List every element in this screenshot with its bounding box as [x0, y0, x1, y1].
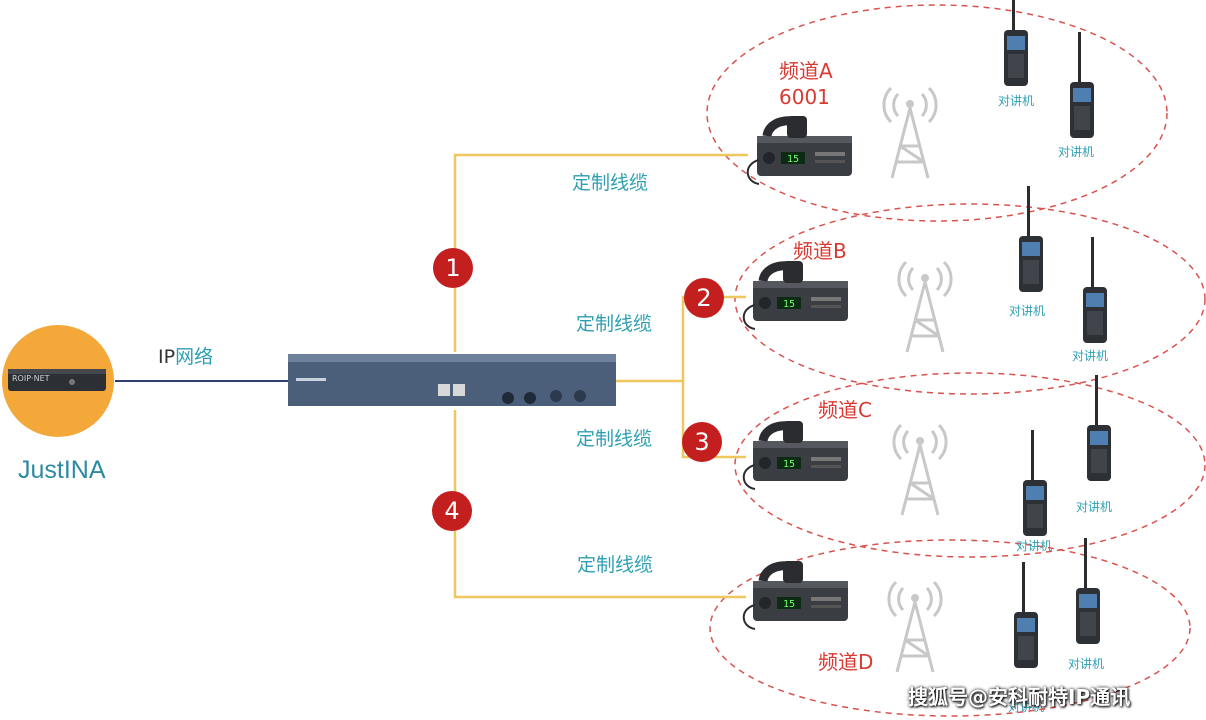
mobile-radio-b [744, 261, 848, 329]
cable-label-3: 定制线缆 [576, 428, 653, 450]
walkie-label: 对讲机 [1072, 349, 1109, 363]
cable-label-1: 定制线缆 [572, 172, 649, 194]
watermark: 搜狐号@安科耐特IP通讯 [908, 685, 1131, 709]
mobile-radio-a [748, 116, 852, 184]
walkie-icon [1070, 32, 1094, 138]
channel-d-name: 频道D [818, 650, 874, 674]
tower-icon-a [882, 86, 938, 180]
walkie-label: 对讲机 [998, 94, 1035, 108]
channel-b-zone [734, 203, 1206, 395]
tower-icon-d [887, 580, 943, 674]
walkie-label: 对讲机 [1009, 304, 1046, 318]
walkie-label: 对讲机 [1058, 145, 1095, 159]
ip-network-label: IP网络 [158, 342, 213, 369]
port-badge-4: 4 [432, 491, 472, 531]
gateway-logo: ROIP·NET [12, 374, 50, 383]
channel-a-name: 频道A [779, 59, 833, 83]
gateway-name: JustINA [18, 456, 106, 484]
walkie-icon [1004, 0, 1028, 86]
cable-label-2: 定制线缆 [576, 313, 653, 335]
roip-gateway [288, 354, 616, 406]
cable-3 [681, 381, 746, 459]
mobile-radio-d [744, 561, 848, 629]
cable-4 [453, 410, 746, 599]
ip-suffix: 网络 [175, 346, 214, 368]
channel-c-name: 频道C [818, 398, 872, 422]
channel-c-zone [734, 372, 1206, 558]
tower-icon-c [892, 423, 948, 517]
cable-label-4: 定制线缆 [577, 554, 654, 576]
walkie-label: 对讲机 [1068, 657, 1105, 671]
channel-b-name: 频道B [793, 239, 847, 263]
walkie-label: 对讲机 [1016, 539, 1053, 553]
port-badge-2: 2 [684, 278, 724, 318]
walkie-icon [1083, 237, 1107, 343]
port-badge-1: 1 [433, 248, 473, 288]
mobile-radio-c [744, 421, 848, 489]
channel-d-zone [709, 539, 1191, 717]
channel-a-zone [706, 4, 1168, 222]
ip-prefix: IP [158, 346, 176, 368]
walkie-icon [1076, 538, 1100, 644]
walkie-label: 对讲机 [1076, 500, 1113, 514]
justina-device [2, 325, 114, 437]
walkie-label: 对讲机 [1008, 700, 1045, 714]
port-badge-3: 3 [682, 422, 722, 462]
tower-icon-b [897, 260, 953, 354]
channel-a-number: 6001 [779, 85, 830, 109]
walkie-icon [1014, 562, 1038, 668]
walkie-icon [1019, 186, 1043, 292]
walkie-icon [1023, 430, 1047, 536]
